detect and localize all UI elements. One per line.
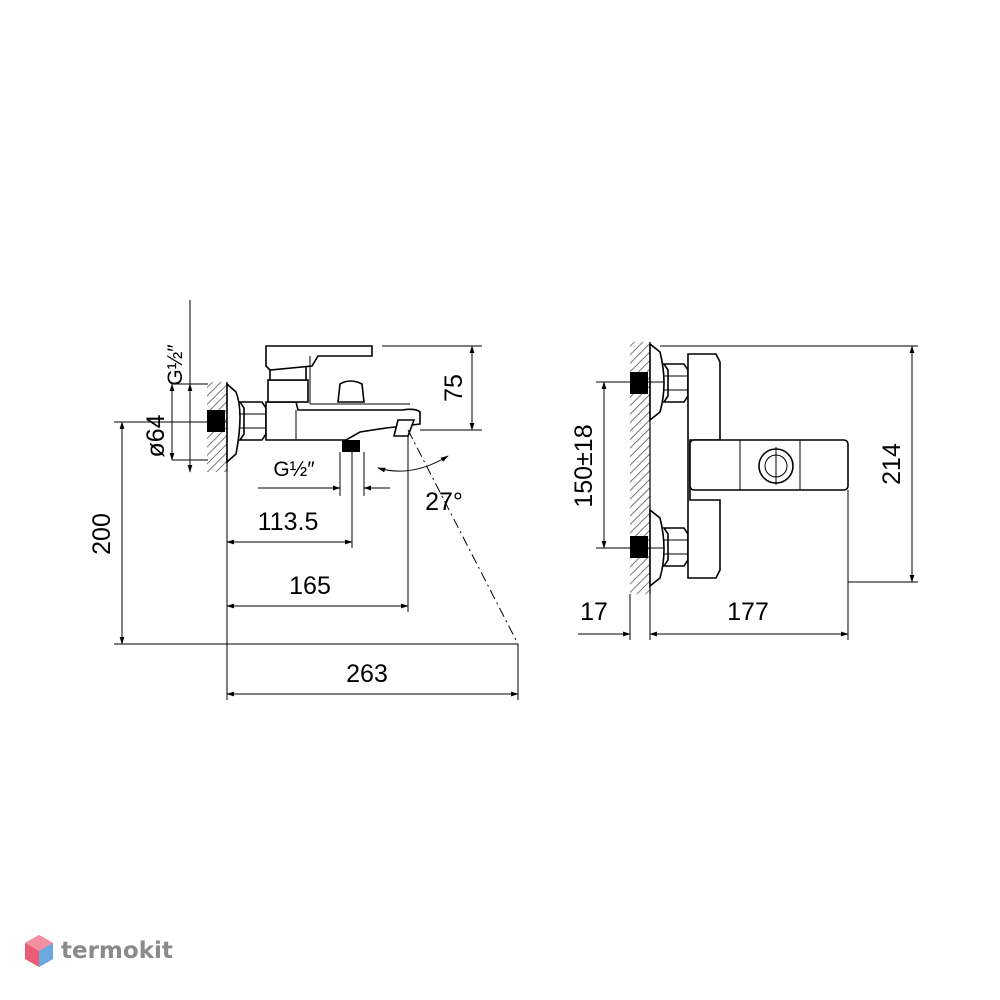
dim-165-label: 165: [289, 572, 331, 600]
wall-plug-top: [630, 372, 648, 394]
brand-name: termokit: [61, 938, 173, 964]
mixer-body: [265, 401, 421, 441]
spout-outlet: [392, 419, 416, 437]
hex-nut: [238, 401, 267, 441]
side-view: G½″ ø64 75 G½″ 27° 113.5 165 200 26: [88, 300, 519, 700]
angle-label: 27°: [425, 488, 463, 516]
height-75-label: 75: [440, 374, 468, 402]
thread-top-label: G½″: [164, 344, 187, 386]
nut-bottom: [662, 527, 689, 567]
diverter-knob: [337, 380, 365, 403]
cartridge: [267, 379, 309, 403]
nut-top: [662, 363, 689, 403]
height-214-label: 214: [878, 443, 906, 485]
dim-177-label: 177: [727, 598, 769, 626]
thread-bottom-label: G½″: [273, 458, 315, 481]
dim-17-label: 17: [580, 598, 608, 626]
lever-handle: [265, 345, 373, 371]
escutcheon: [226, 382, 241, 464]
brand-logo: termokit: [24, 934, 173, 968]
hand-shower-outlet: [342, 440, 360, 452]
dim-200-label: 200: [88, 513, 116, 555]
cube-icon: [25, 935, 53, 967]
center-distance-label: 150±18: [570, 424, 598, 507]
diameter-label: ø64: [142, 414, 170, 457]
dim-263-label: 263: [346, 660, 388, 688]
wall-hatch-front: [630, 342, 650, 594]
wall-plug: [207, 410, 225, 432]
wall-plug-bottom: [630, 536, 648, 558]
front-view: 150±18 214 17 177: [570, 342, 918, 640]
mixer-body-front: [687, 353, 721, 579]
dim-113-label: 113.5: [258, 508, 319, 536]
spout-axis: [407, 429, 519, 645]
